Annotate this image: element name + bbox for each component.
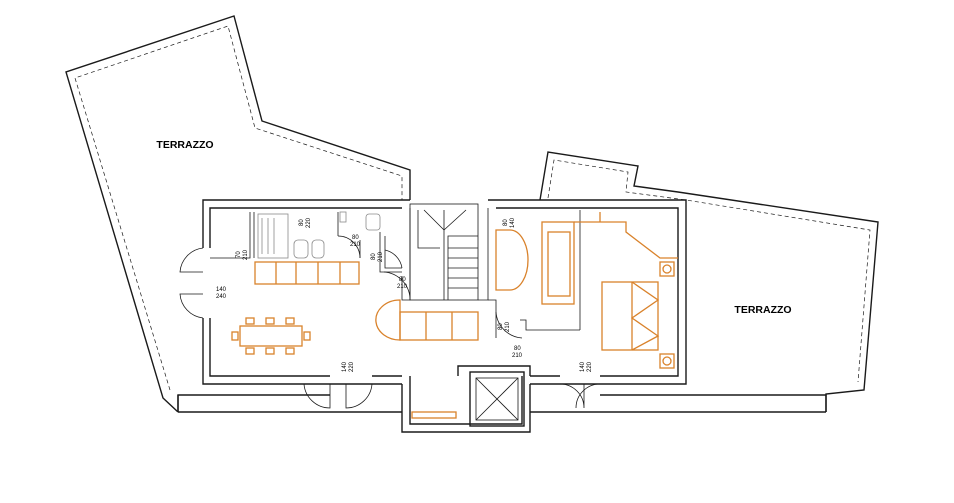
dim-door-bedroom-side: 80 210: [512, 346, 523, 359]
dim-door-bedroom-top: 80 140: [503, 217, 516, 228]
dim-door-bath-top: 80 220: [299, 217, 312, 228]
dim-window-south-left: 140 220: [342, 361, 355, 372]
dim-door-bath-side: 80 210: [350, 235, 361, 248]
svg-text:220: 220: [587, 361, 593, 372]
svg-text:80: 80: [498, 323, 504, 330]
dim-door-laundry: 70 210: [236, 249, 249, 260]
svg-text:210: 210: [378, 251, 384, 262]
svg-text:140: 140: [580, 361, 586, 372]
dim-door-entry-west: 140 240: [216, 287, 227, 300]
svg-text:210: 210: [512, 353, 523, 359]
svg-text:220: 220: [306, 217, 312, 228]
svg-text:80: 80: [299, 219, 305, 226]
furniture: [231, 212, 678, 419]
svg-text:140: 140: [510, 217, 516, 228]
svg-text:80: 80: [514, 346, 521, 352]
svg-text:210: 210: [505, 321, 511, 332]
dim-door-bedroom-hall: 80 210: [498, 321, 511, 332]
svg-text:210: 210: [243, 249, 249, 260]
svg-text:80: 80: [352, 235, 359, 241]
svg-text:210: 210: [350, 242, 361, 248]
terrace-right: [539, 151, 879, 412]
svg-text:70: 70: [236, 251, 242, 258]
building-walls: [202, 199, 687, 433]
door-swings: [179, 235, 601, 409]
svg-text:80: 80: [503, 219, 509, 226]
svg-text:210: 210: [397, 284, 408, 290]
svg-text:80: 80: [399, 277, 406, 283]
svg-text:140: 140: [342, 361, 348, 372]
dim-door-hall-b: 80 210: [397, 277, 408, 290]
terrace-left-label: TERRAZZO: [156, 139, 213, 151]
bathroom-fixtures: [257, 211, 381, 259]
staircase: [409, 203, 479, 301]
svg-text:80: 80: [371, 253, 377, 260]
svg-text:140: 140: [216, 287, 227, 293]
svg-text:240: 240: [216, 294, 227, 300]
terrace-right-label: TERRAZZO: [734, 304, 791, 316]
elevator: [469, 371, 525, 427]
terrace-left: [65, 15, 411, 413]
dim-window-south-right: 140 220: [580, 361, 593, 372]
dim-door-hall-a: 80 210: [371, 251, 384, 262]
svg-text:220: 220: [349, 361, 355, 372]
balcony-strip: [177, 394, 827, 413]
